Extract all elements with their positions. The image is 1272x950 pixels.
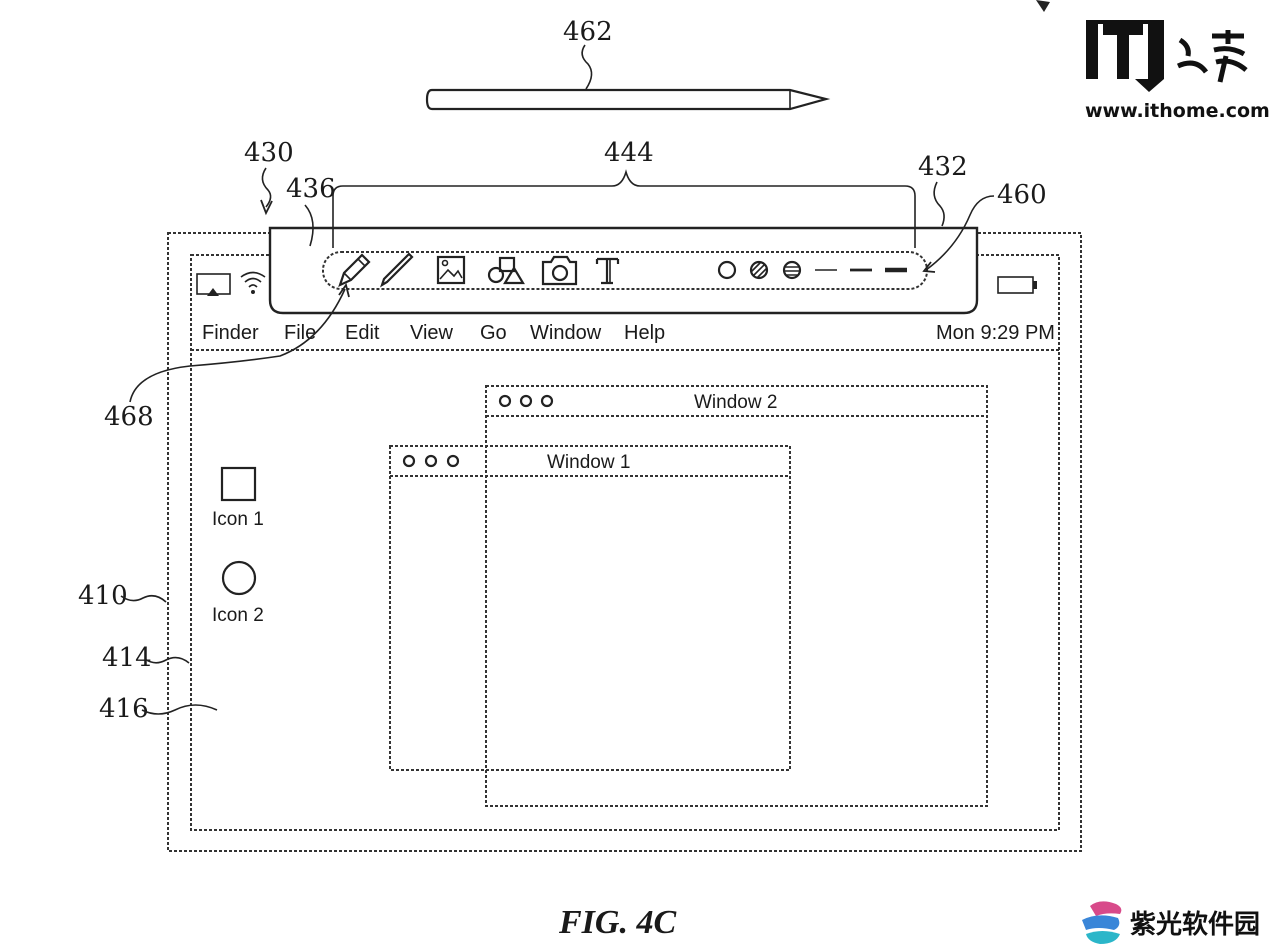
unis-logo	[1082, 901, 1122, 944]
ref-toolbar-end: 460	[997, 180, 1047, 210]
leader-device	[261, 167, 272, 208]
stylus	[425, 88, 831, 111]
window-1-close-button[interactable]	[402, 454, 416, 468]
leader-display	[120, 594, 167, 603]
desktop-icon-1[interactable]: Icon 1	[212, 466, 264, 530]
window-2[interactable]: Window 2	[485, 385, 988, 807]
ref-tool-group: 444	[604, 138, 654, 168]
color-swatch-outline[interactable]	[717, 260, 737, 280]
shapes-icon[interactable]	[487, 256, 525, 285]
desktop-icon-1-label: Icon 1	[212, 509, 264, 530]
desktop-icon-2[interactable]: Icon 2	[212, 560, 264, 626]
window-1-minimize-button[interactable]	[424, 454, 438, 468]
ref-desktop: 416	[99, 694, 149, 724]
ref-stylus: 462	[563, 17, 613, 47]
menu-file[interactable]: File	[284, 322, 316, 344]
window-2-close-button[interactable]	[498, 394, 512, 408]
figure-caption: FIG. 4C	[558, 904, 676, 941]
leader-selected-tool	[129, 288, 346, 403]
window-1-title: Window 1	[547, 452, 630, 473]
ref-selected-tool: 468	[104, 402, 154, 432]
menu-help[interactable]: Help	[624, 322, 665, 344]
ref-device: 430	[244, 138, 294, 168]
wifi-icon	[240, 271, 266, 294]
airplay-icon	[196, 273, 231, 296]
window-1-zoom-button[interactable]	[446, 454, 460, 468]
brace-tool-group	[332, 169, 916, 248]
leader-toolbar-end	[925, 195, 995, 271]
ref-toolbar: 436	[286, 174, 336, 204]
window-2-minimize-button[interactable]	[519, 394, 533, 408]
partial-arrow-icon	[1036, 0, 1050, 12]
pen-icon[interactable]	[380, 252, 414, 288]
menu-view[interactable]: View	[410, 322, 454, 344]
camera-icon[interactable]	[541, 255, 578, 286]
leader-toolbar	[304, 204, 314, 247]
leader-stylus	[581, 44, 593, 90]
menu-finder[interactable]: Finder	[202, 322, 259, 344]
text-icon[interactable]	[595, 257, 620, 285]
leader-toolbar-edge	[933, 181, 945, 227]
ithome-url: www.ithome.com	[1085, 100, 1270, 122]
menu-clock: Mon 9:29 PM	[936, 322, 1055, 344]
menu-edit[interactable]: Edit	[345, 322, 380, 344]
ref-display: 410	[78, 581, 128, 611]
image-icon[interactable]	[436, 255, 466, 285]
menu-window[interactable]: Window	[530, 322, 602, 344]
ref-screen: 414	[102, 643, 152, 673]
color-swatch-striped[interactable]	[782, 260, 802, 280]
leader-screen	[144, 656, 190, 664]
pencil-icon[interactable]	[338, 253, 371, 288]
window-1[interactable]: Window 1	[389, 445, 791, 771]
window-2-title: Window 2	[694, 392, 777, 413]
menu-go[interactable]: Go	[480, 322, 507, 344]
leader-desktop	[141, 704, 218, 715]
menubar: Finder File Edit View Go Window Help Mon…	[202, 322, 1055, 344]
battery-icon	[997, 276, 1037, 294]
ithome-logo	[1086, 20, 1248, 92]
unis-watermark-text: 紫光软件园	[1130, 910, 1260, 940]
window-2-zoom-button[interactable]	[540, 394, 554, 408]
desktop-icon-2-label: Icon 2	[212, 605, 264, 626]
ref-toolbar-edge: 432	[918, 152, 968, 182]
color-swatch-hatched[interactable]	[749, 260, 769, 280]
toolbar-drawer	[268, 226, 979, 315]
